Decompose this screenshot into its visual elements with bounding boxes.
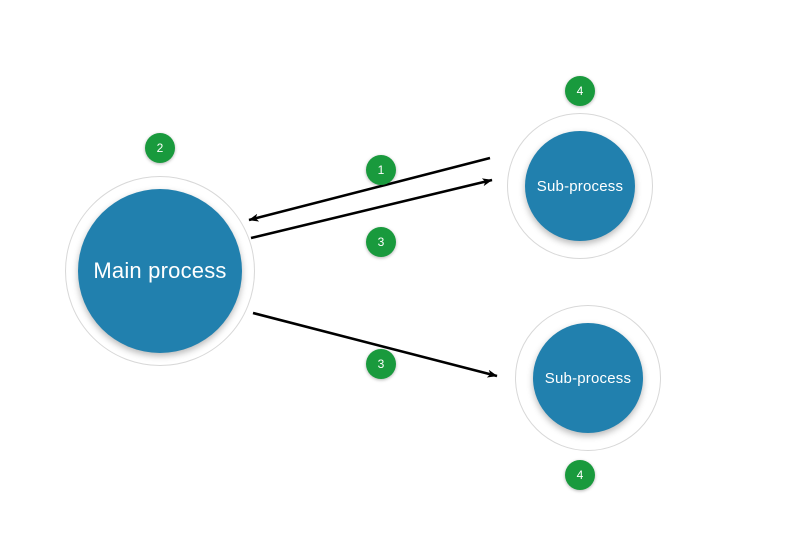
node-main-process-core: Main process — [78, 189, 242, 353]
node-sub-process-top-core: Sub-process — [525, 131, 635, 241]
edge-main-to-sub-bottom — [252, 311, 498, 378]
badge-edge-sub-top-to-main[interactable]: 1 — [366, 155, 396, 185]
node-sub-process-top-label: Sub-process — [536, 177, 624, 195]
edge-sub-top-to-main — [248, 156, 491, 222]
node-sub-process-bottom[interactable]: Sub-process — [515, 305, 661, 451]
badge-edge-main-to-sub-bottom[interactable]: 3 — [366, 349, 396, 379]
badge-sub-top-step[interactable]: 4 — [565, 76, 595, 106]
badge-sub-top-step-label: 4 — [576, 84, 584, 98]
badge-edge-sub-top-to-main-label: 1 — [377, 163, 385, 177]
badge-edge-main-to-sub-top-label: 3 — [377, 235, 385, 249]
badge-main-step[interactable]: 2 — [145, 133, 175, 163]
badge-main-step-label: 2 — [156, 141, 164, 155]
badge-sub-bottom-step[interactable]: 4 — [565, 460, 595, 490]
badge-sub-bottom-step-label: 4 — [576, 468, 584, 482]
node-sub-process-top[interactable]: Sub-process — [507, 113, 653, 259]
node-sub-process-bottom-core: Sub-process — [533, 323, 643, 433]
badge-edge-main-to-sub-bottom-label: 3 — [377, 357, 385, 371]
node-main-process-label: Main process — [93, 258, 227, 283]
node-main-process[interactable]: Main process — [65, 176, 255, 366]
badge-edge-main-to-sub-top[interactable]: 3 — [366, 227, 396, 257]
edge-main-to-sub-top — [250, 178, 493, 240]
node-sub-process-bottom-label: Sub-process — [544, 369, 632, 387]
